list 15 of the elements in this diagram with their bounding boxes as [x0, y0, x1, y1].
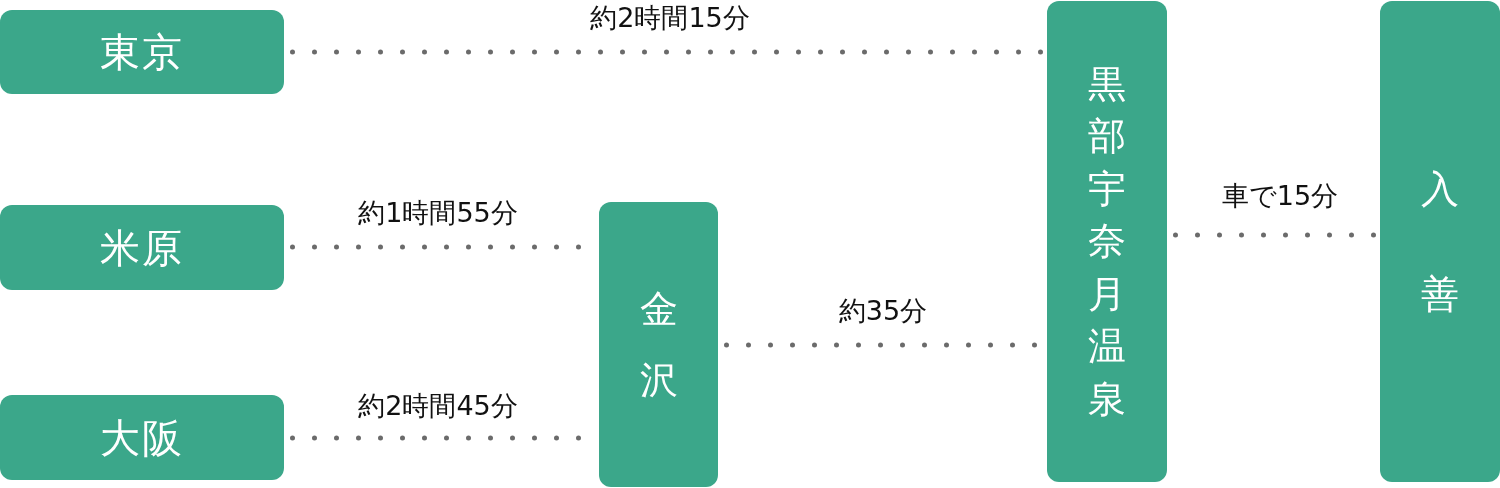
- station-box: [599, 202, 718, 487]
- station-box: [0, 10, 284, 94]
- station-name: 大阪: [100, 415, 184, 460]
- station-name: 金沢: [639, 286, 678, 404]
- station-name: 入善: [1421, 166, 1459, 318]
- station-box: [0, 205, 284, 290]
- station-name: 東京: [100, 30, 184, 74]
- edge-label: 約1時間55分: [356, 198, 520, 228]
- station-name: 米原: [100, 225, 184, 270]
- station-box: [1380, 1, 1500, 482]
- station-box: [0, 395, 284, 480]
- edge-label: 約2時間45分: [356, 391, 520, 421]
- station-name: 黒部宇奈月温泉: [1088, 60, 1126, 423]
- station-box: [1047, 1, 1167, 482]
- edge-label: 約2時間15分: [588, 3, 752, 33]
